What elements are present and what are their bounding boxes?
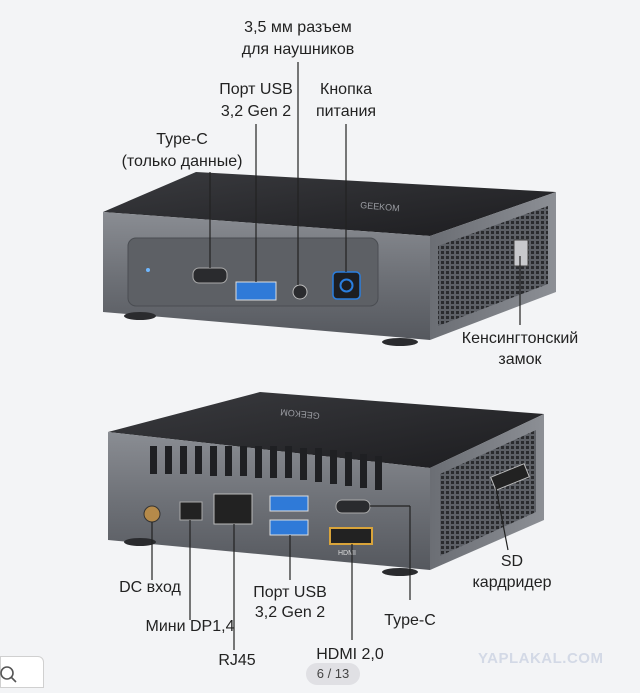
usb-top-label-line1: Порт USB [219, 81, 293, 98]
audio-label-line2: для наушников [242, 41, 355, 58]
sd-label-line1: SD [501, 553, 523, 570]
power-button [332, 271, 361, 300]
usb-bottom-label-line1: Порт USB [253, 584, 327, 601]
audio-jack [292, 284, 308, 300]
usb-top-label-line2: 3,2 Gen 2 [221, 103, 291, 120]
zoom-control[interactable] [0, 656, 44, 688]
usb-bottom-label-line2: 3,2 Gen 2 [255, 604, 325, 621]
typec-bottom-label: Type-C [384, 612, 436, 629]
front-inset-panel [127, 237, 379, 307]
hdmi-logo: HDMI [338, 550, 356, 557]
power-label-line2: питания [316, 103, 376, 120]
foot [124, 312, 156, 320]
rj45-label: RJ45 [218, 652, 255, 669]
watermark: YAPLAKAL.COM [478, 650, 604, 667]
zoom-icon[interactable] [0, 663, 19, 685]
kensington-slot [513, 239, 529, 267]
back-vent-slots [150, 446, 382, 490]
usb-port [269, 519, 309, 536]
brand-logo: GEEKOM [280, 407, 320, 421]
page-counter: 6 / 13 [306, 663, 360, 685]
leader-lines [151, 62, 521, 650]
power-label-line1: Кнопка [320, 81, 372, 98]
device-top-lid [103, 172, 556, 236]
hdmi-port [329, 527, 373, 545]
device-top-lid [108, 392, 544, 468]
status-led [146, 268, 150, 272]
brand-logo: GEEKOM [360, 200, 400, 213]
mini-dp-label: Мини DP1,4 [146, 618, 235, 635]
side-vents [438, 206, 548, 326]
dc-jack [143, 505, 161, 523]
rj45-port [213, 493, 253, 525]
typec-top-label-line2: (только данные) [122, 153, 243, 170]
power-icon [339, 278, 354, 293]
foot [382, 568, 418, 576]
type-c-port [192, 267, 228, 284]
mini-dp-port [179, 501, 203, 521]
foot [382, 338, 418, 346]
sd-label-line2: кардридер [472, 574, 551, 591]
port-labels: 3,5 мм разъем для наушников Порт USB 3,2… [119, 19, 578, 669]
hdmi-label: HDMI 2,0 [316, 646, 384, 663]
foot [124, 538, 156, 546]
audio-label-line1: 3,5 мм разъем [244, 19, 352, 36]
usb-port [269, 495, 309, 512]
usb-port [235, 281, 277, 301]
type-c-port [335, 499, 371, 514]
side-vents [440, 430, 536, 556]
kensington-label-line2: замок [498, 351, 542, 368]
sd-card-slot [490, 463, 530, 491]
dc-label: DC вход [119, 579, 181, 596]
typec-top-label-line1: Type-C [156, 131, 208, 148]
kensington-label-line1: Кенсингтонский [462, 330, 578, 347]
device-back-view: GEEKOM HDMI [108, 392, 544, 576]
device-front-view: GEEKOM [103, 172, 556, 346]
